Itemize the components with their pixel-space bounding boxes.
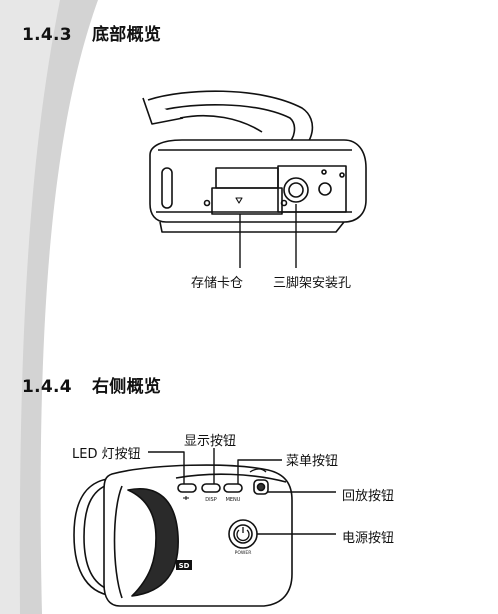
section-heading-right-view: 1.4.4 右侧概览 bbox=[22, 372, 161, 397]
section-number: 1.4.4 bbox=[22, 377, 72, 397]
disp-mark: DISP bbox=[205, 497, 217, 503]
playback-button-label: 回放按钮 bbox=[342, 489, 395, 504]
section-title: 底部概览 bbox=[92, 25, 162, 45]
card-slot-label: 存储卡仓 bbox=[191, 276, 244, 291]
section-title: 右侧概览 bbox=[92, 377, 162, 397]
menu-button-label: 菜单按钮 bbox=[286, 454, 339, 469]
tripod-hole-label: 三脚架安装孔 bbox=[273, 276, 352, 291]
power-button-label: 电源按钮 bbox=[342, 531, 395, 546]
led-button-label: LED 灯按钮 bbox=[72, 447, 141, 462]
section-heading-bottom-view: 1.4.3 底部概览 bbox=[22, 20, 161, 45]
power-mark: POWER bbox=[235, 550, 252, 556]
menu-mark: MENU bbox=[226, 497, 241, 503]
sd-logo: SD bbox=[179, 562, 190, 570]
section-number: 1.4.3 bbox=[22, 25, 72, 45]
display-button-label: 显示按钮 bbox=[184, 434, 237, 449]
